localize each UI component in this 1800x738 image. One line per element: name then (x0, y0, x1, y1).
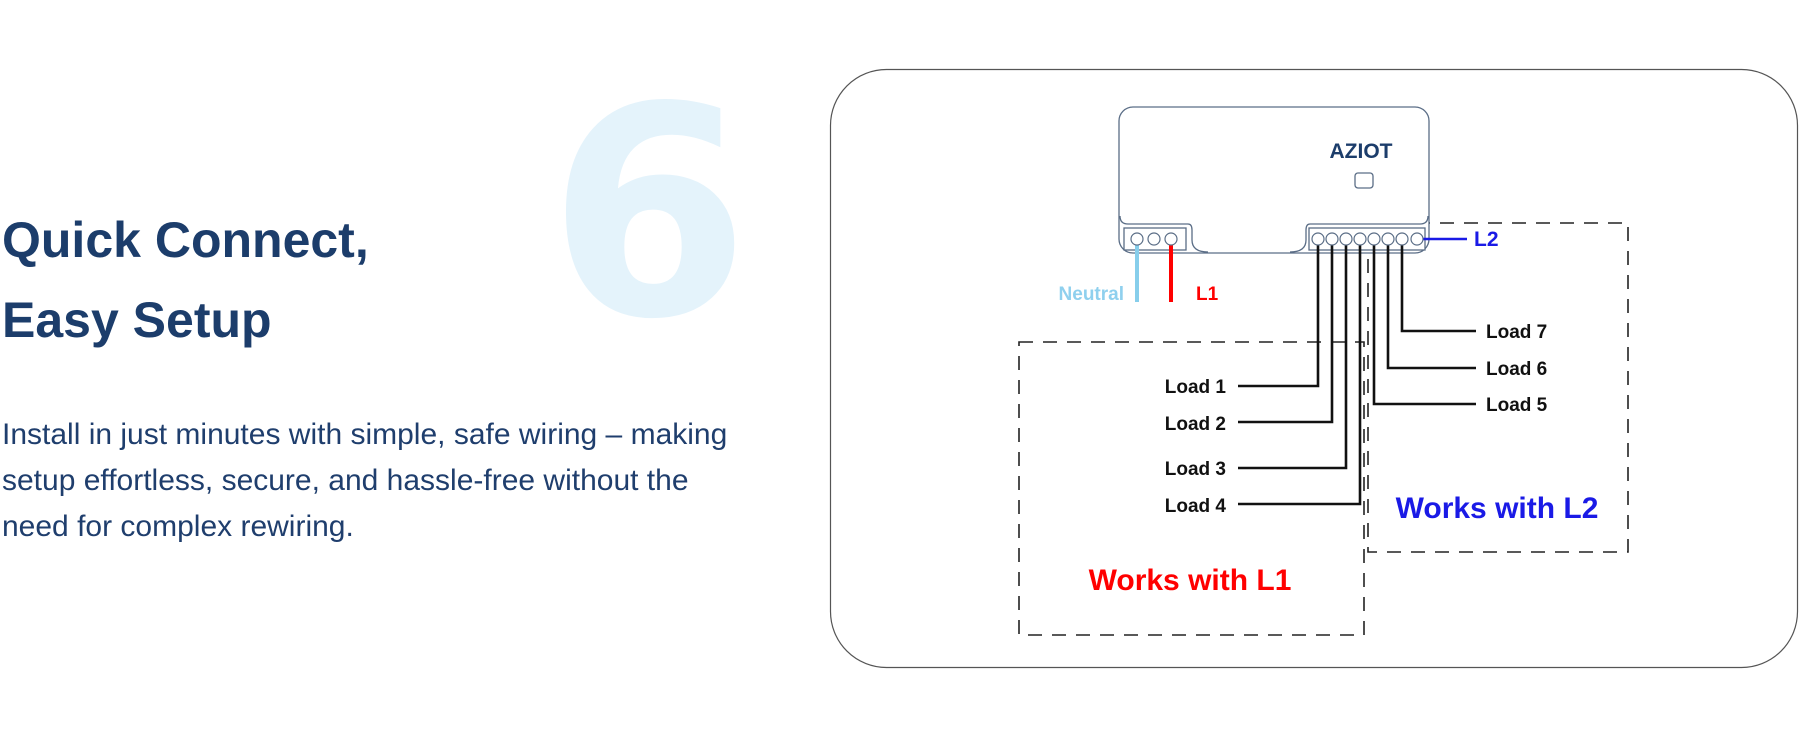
load-5-label: Load 5 (1486, 395, 1548, 416)
status-button-icon (1354, 172, 1374, 189)
load-wires (1238, 239, 1476, 506)
load-1-label: Load 1 (1165, 377, 1227, 398)
load-7-wire (1400, 239, 1476, 333)
load-3-label: Load 3 (1165, 459, 1226, 480)
works-with-l1-label: Works with L1 (1089, 564, 1292, 597)
brand-logo: AZIOT (1330, 140, 1393, 163)
step-number: 6 (548, 46, 750, 383)
load-4-wire (1238, 239, 1362, 506)
smart-switch-module (1118, 106, 1430, 254)
load-7-label: Load 7 (1486, 322, 1547, 343)
load-2-label: Load 2 (1165, 414, 1226, 435)
load-5-wire (1372, 239, 1476, 406)
title-line-1: Quick Connect, (2, 212, 369, 268)
l1-label: L1 (1196, 284, 1219, 305)
terminal-screws (1130, 232, 1424, 246)
l2-label: L2 (1474, 228, 1499, 251)
load-3-wire (1238, 239, 1348, 470)
l1-group-box (1018, 341, 1365, 636)
neutral-label: Neutral (1059, 284, 1124, 305)
page-title: Quick Connect, Easy Setup (2, 200, 369, 360)
description: Install in just minutes with simple, saf… (2, 418, 728, 543)
load-1-wire (1238, 239, 1320, 388)
diagram-panel (829, 68, 1799, 669)
title-line-2: Easy Setup (2, 292, 272, 348)
load-6-wire (1386, 239, 1476, 370)
load-2-wire (1238, 239, 1334, 424)
works-with-l2-label: Works with L2 (1396, 492, 1599, 525)
l2-group-box (1367, 222, 1629, 553)
load-6-label: Load 6 (1486, 359, 1547, 380)
load-4-label: Load 4 (1165, 496, 1227, 517)
